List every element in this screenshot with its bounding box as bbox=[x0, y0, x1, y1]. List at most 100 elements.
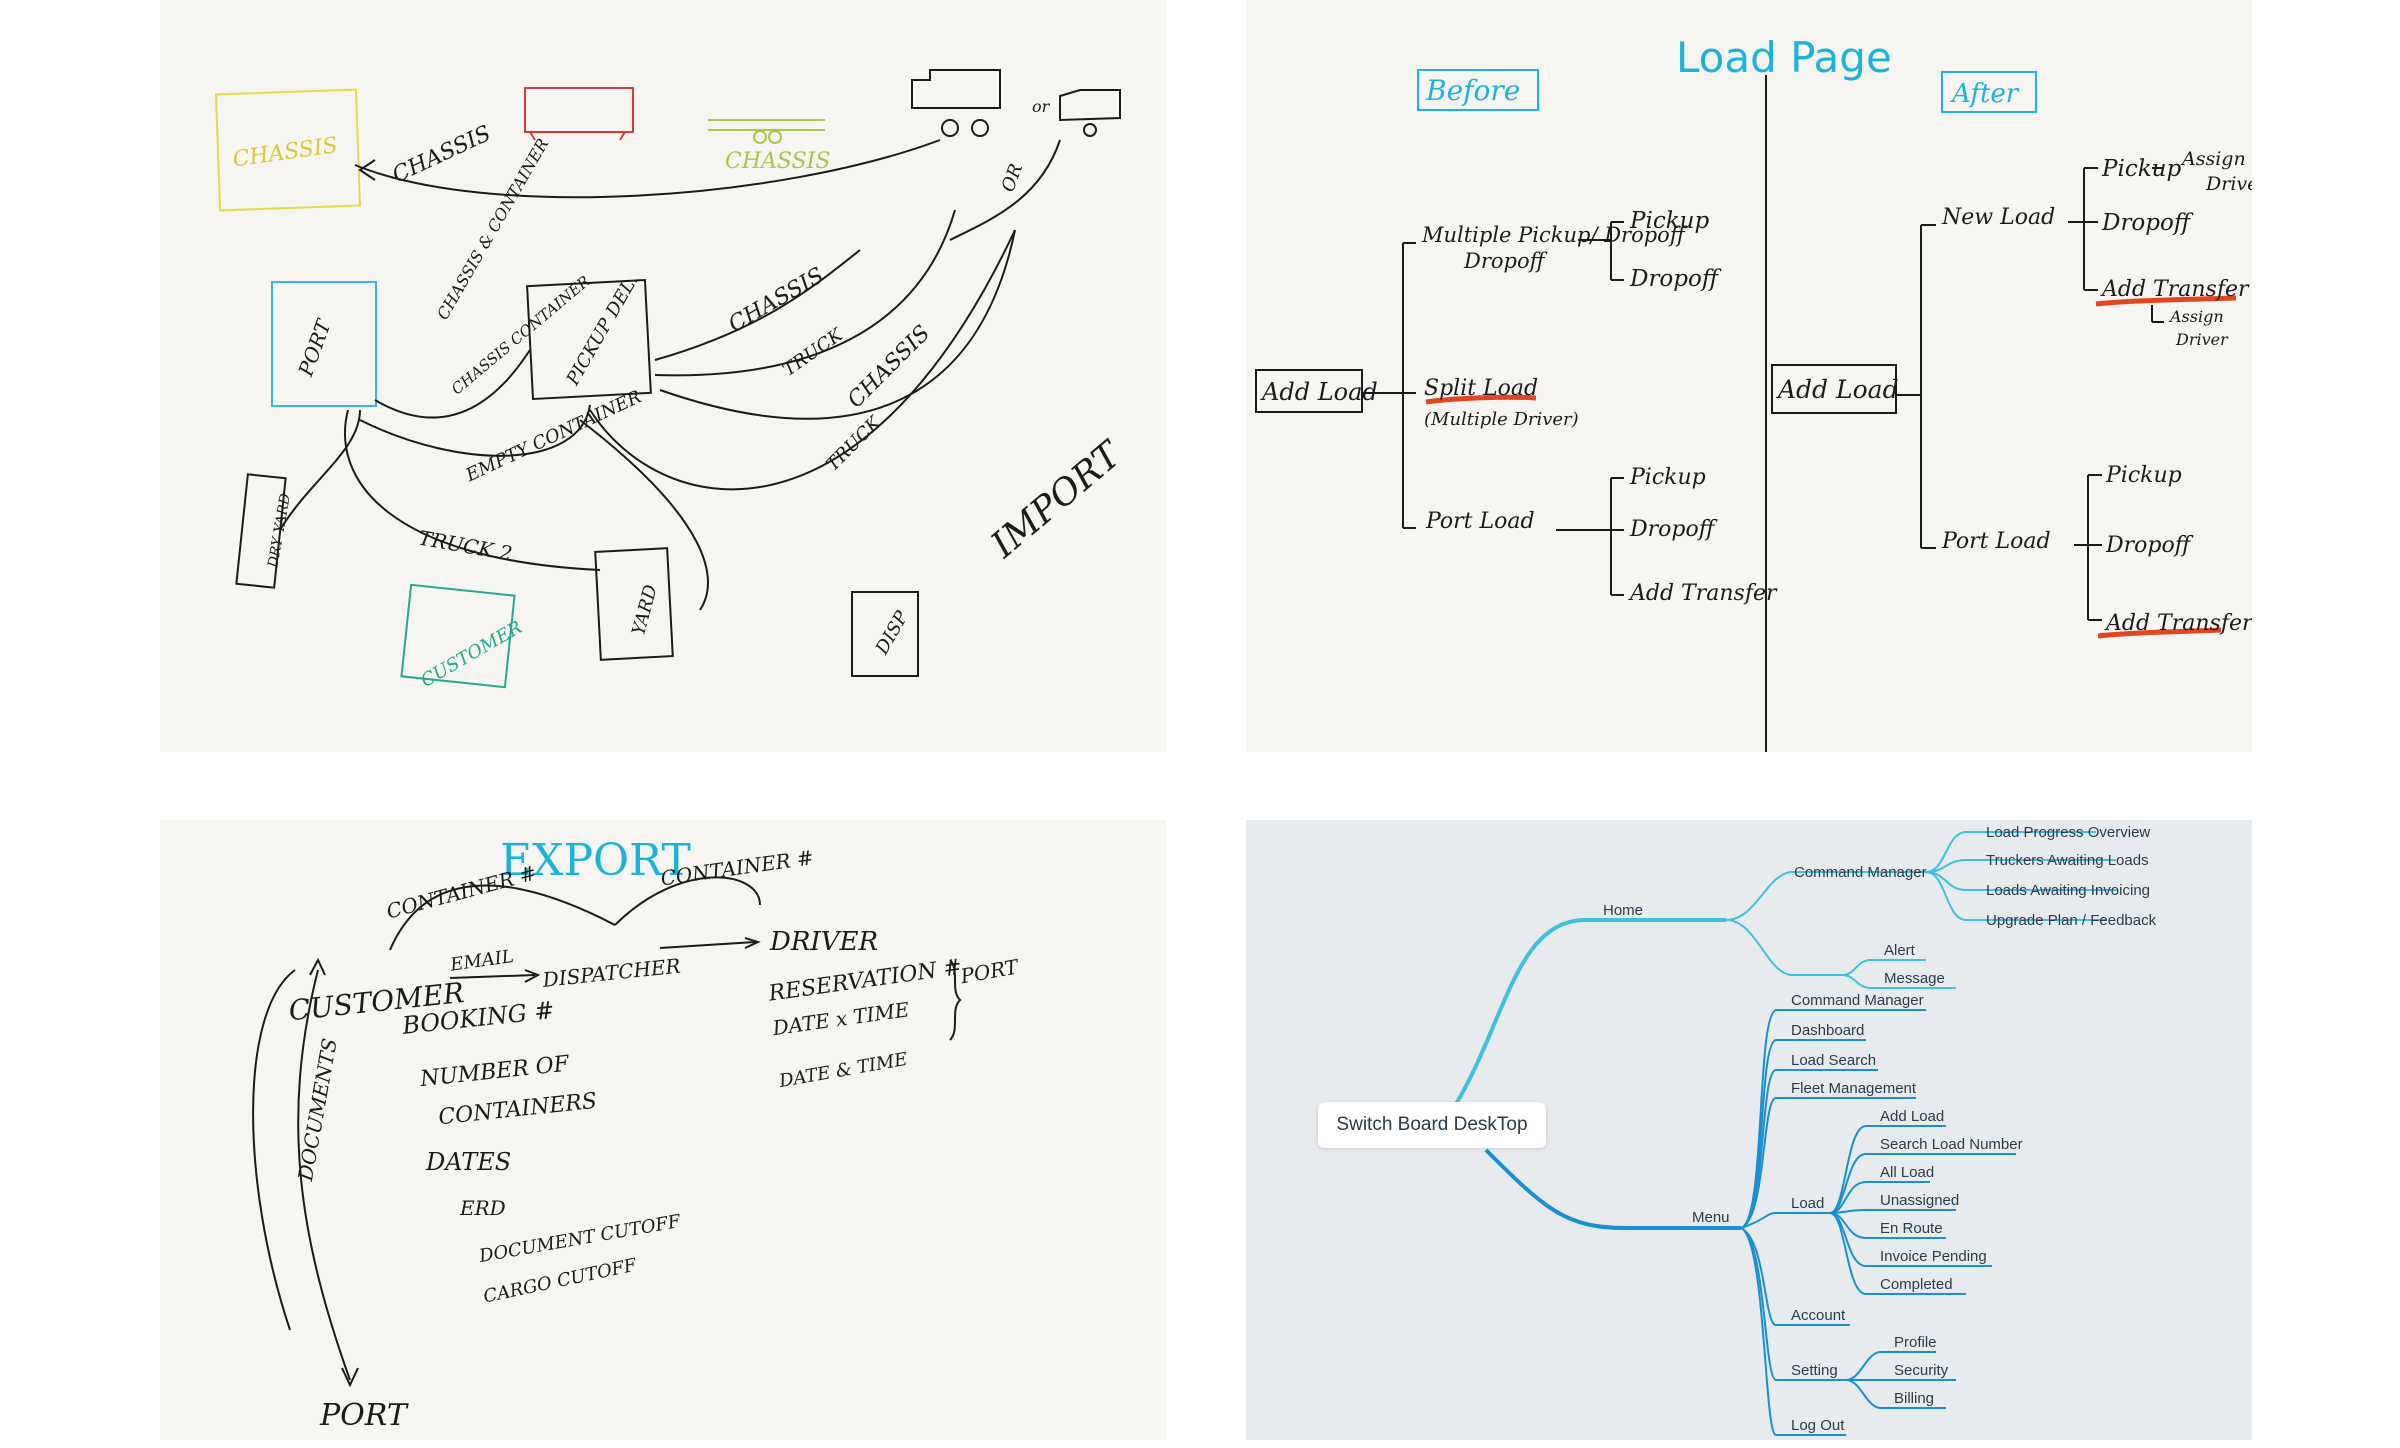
home-command-manager-node[interactable]: Command Manager bbox=[1794, 864, 1927, 881]
containers-label: CONTAINERS bbox=[437, 1089, 598, 1130]
truck-arrow-2-label: TRUCK bbox=[822, 411, 886, 475]
load-progress-node[interactable]: Load Progress Overview bbox=[1986, 824, 2150, 841]
dry-yard-label: DRY YARD bbox=[265, 492, 294, 570]
mindmap-drawing: Home Command Manager Load Progress Overv… bbox=[1454, 824, 2157, 1436]
root-menu-branch bbox=[1484, 1148, 1741, 1230]
truck2-label: TRUCK 2 bbox=[417, 526, 514, 566]
dates-label: DATES bbox=[425, 1148, 511, 1176]
account-node[interactable]: Account bbox=[1791, 1307, 1846, 1324]
port-side-label: PORT bbox=[958, 954, 1022, 988]
after-box bbox=[1941, 71, 2037, 113]
after-label: After bbox=[1950, 79, 2020, 109]
billing-node[interactable]: Billing bbox=[1894, 1390, 1934, 1407]
before-pickup-label: Pickup bbox=[1629, 208, 1709, 234]
assign1b-label: Driver bbox=[2205, 173, 2252, 195]
chassis-arrow-label: CHASSIS bbox=[725, 263, 829, 337]
empty-container-label: EMPTY CONTAINER bbox=[462, 386, 645, 486]
truck-arrow-label: TRUCK bbox=[779, 324, 848, 381]
chassis-box-label: CHASSIS bbox=[231, 133, 339, 172]
import-sketch-panel: CHASSIS CHASSIS CHASSIS CHASSIS & CONTAI… bbox=[160, 0, 1166, 752]
erd-label: ERD bbox=[459, 1196, 506, 1220]
assign2b-label: Driver bbox=[2175, 330, 2229, 349]
before-port-pickup-label: Pickup bbox=[1629, 465, 1706, 490]
all-load-node[interactable]: All Load bbox=[1880, 1164, 1934, 1181]
document-cutoff-label: DOCUMENT CUTOFF bbox=[477, 1211, 684, 1268]
setting-node[interactable]: Setting bbox=[1791, 1362, 1838, 1379]
export-sketch-panel: EXPORT CONTAINER # CONTAINER # CUSTOMER … bbox=[160, 820, 1166, 1440]
chassis-top-label: CHASSIS bbox=[389, 121, 495, 188]
search-load-number-node[interactable]: Search Load Number bbox=[1880, 1136, 2023, 1153]
mindmap-panel: Home Command Manager Load Progress Overv… bbox=[1246, 820, 2252, 1440]
dispatcher-label: DISPATCHER bbox=[541, 954, 682, 992]
load-page-drawing: Load Page Before After Add Load Multiple… bbox=[1255, 33, 2252, 752]
profile-node[interactable]: Profile bbox=[1894, 1334, 1937, 1351]
multiple-line2-label: Dropoff bbox=[1463, 249, 1548, 273]
alert-node[interactable]: Alert bbox=[1884, 942, 1916, 959]
yard-label: YARD bbox=[628, 582, 662, 638]
date-time2-label: DATE & TIME bbox=[777, 1049, 909, 1092]
truckers-awaiting-node[interactable]: Truckers Awaiting Loads bbox=[1986, 852, 2149, 869]
after-port-dropoff-label: Dropoff bbox=[2105, 533, 2194, 558]
red-trailer-icon bbox=[524, 87, 634, 133]
after-dropoff-label: Dropoff bbox=[2101, 210, 2194, 236]
home-node[interactable]: Home bbox=[1603, 902, 1643, 919]
security-node[interactable]: Security bbox=[1894, 1362, 1949, 1379]
port-transfer-highlight bbox=[2097, 627, 2222, 639]
after-root-label: Add Load bbox=[1776, 375, 1899, 404]
new-load-label: New Load bbox=[1941, 205, 2055, 230]
load-page-title: Load Page bbox=[1676, 33, 1892, 82]
disp-label: DISP bbox=[871, 607, 913, 659]
yard-box bbox=[594, 547, 674, 661]
split-highlight bbox=[1425, 394, 1537, 405]
before-box bbox=[1417, 69, 1539, 111]
invoice-pending-node[interactable]: Invoice Pending bbox=[1880, 1248, 1987, 1265]
customer-label: CUSTOMER bbox=[417, 617, 526, 692]
small-or-label: or bbox=[1032, 97, 1051, 116]
port-load-label: Port Load bbox=[1425, 509, 1535, 534]
pickup-box bbox=[526, 278, 652, 401]
dashboard-node[interactable]: Dashboard bbox=[1791, 1022, 1864, 1039]
chassis-box bbox=[214, 88, 362, 212]
truck-icon bbox=[911, 69, 1001, 109]
email-label: EMAIL bbox=[448, 946, 515, 976]
after-port-transfer-label: Add Transfer bbox=[2104, 611, 2252, 636]
after-transfer-label: Add Transfer bbox=[2100, 277, 2250, 302]
message-node[interactable]: Message bbox=[1884, 970, 1945, 987]
log-out-node[interactable]: Log Out bbox=[1791, 1417, 1845, 1434]
dry-yard-box bbox=[235, 473, 287, 589]
import-sketch-drawing: CHASSIS CHASSIS CHASSIS CHASSIS & CONTAI… bbox=[214, 69, 1131, 692]
before-label: Before bbox=[1425, 74, 1520, 107]
before-root-box bbox=[1255, 369, 1363, 413]
assign2-label: Assign bbox=[2168, 307, 2224, 326]
en-route-node[interactable]: En Route bbox=[1880, 1220, 1943, 1237]
menu-command-manager-node[interactable]: Command Manager bbox=[1791, 992, 1924, 1009]
after-port-label: Port Load bbox=[1941, 529, 2051, 554]
before-dropoff-label: Dropoff bbox=[1629, 266, 1722, 292]
reservation-label: RESERVATION # bbox=[766, 955, 963, 1007]
unassigned-node[interactable]: Unassigned bbox=[1880, 1192, 1959, 1209]
upgrade-plan-node[interactable]: Upgrade Plan / Feedback bbox=[1986, 912, 2157, 929]
number-of-label: NUMBER OF bbox=[418, 1052, 571, 1093]
menu-node[interactable]: Menu bbox=[1692, 1209, 1730, 1226]
load-search-node[interactable]: Load Search bbox=[1791, 1052, 1876, 1069]
add-load-node[interactable]: Add Load bbox=[1880, 1108, 1944, 1125]
loads-awaiting-node[interactable]: Loads Awaiting Invoicing bbox=[1986, 882, 2150, 899]
port-box bbox=[271, 281, 377, 407]
load-page-panel: Load Page Before After Add Load Multiple… bbox=[1246, 0, 2252, 752]
load-node[interactable]: Load bbox=[1791, 1195, 1824, 1212]
documents-label: DOCUMENTS bbox=[293, 1036, 342, 1183]
container1-label: CONTAINER # bbox=[384, 860, 539, 923]
port-label: PORT bbox=[293, 315, 336, 380]
customer-box bbox=[400, 583, 516, 689]
root-home-branch bbox=[1454, 918, 1726, 1106]
fleet-management-node[interactable]: Fleet Management bbox=[1791, 1080, 1917, 1097]
multiple-label: Multiple Pickup/ Dropoff bbox=[1421, 223, 1688, 247]
completed-node[interactable]: Completed bbox=[1880, 1276, 1953, 1293]
before-root-label: Add Load bbox=[1260, 378, 1378, 406]
transfer-highlight bbox=[2095, 295, 2237, 307]
driver-label: DRIVER bbox=[769, 927, 878, 957]
after-root-box bbox=[1771, 364, 1897, 414]
disp-box bbox=[851, 591, 919, 677]
mindmap-root-node[interactable]: Switch Board DeskTop bbox=[1318, 1102, 1546, 1148]
before-port-transfer-label: Add Transfer bbox=[1628, 581, 1778, 606]
